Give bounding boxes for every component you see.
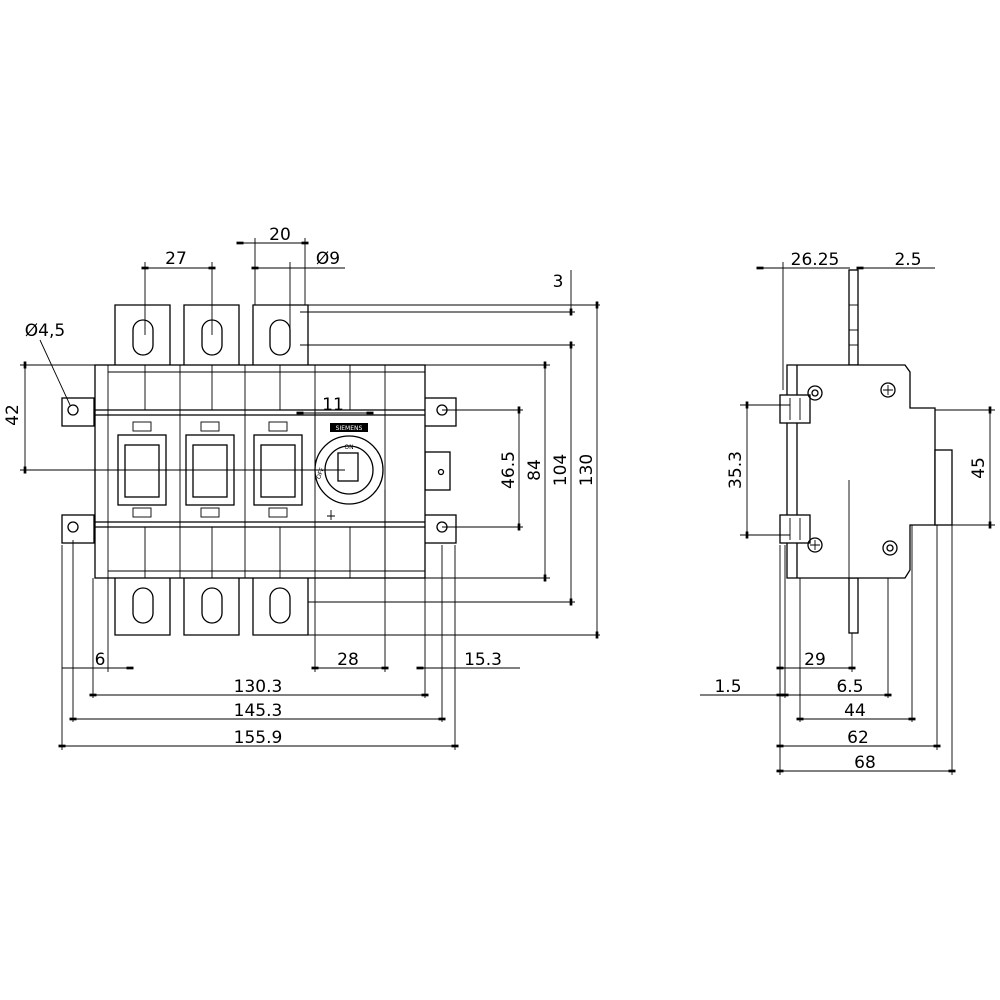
dim-20: 20 xyxy=(269,225,291,245)
bottom-terminals xyxy=(114,578,309,636)
dim-1-5: 1.5 xyxy=(714,677,741,697)
brand-label: SIEMENS xyxy=(336,425,363,432)
side-dimensions: 26.25 2.5 35.3 45 1.5 29 6.5 44 62 68 xyxy=(700,250,995,775)
dim-45: 45 xyxy=(969,457,989,479)
dim-3: 3 xyxy=(553,272,564,292)
dim-26-25: 26.25 xyxy=(791,250,840,270)
rotary-handle: SIEMENS ON OFF xyxy=(314,423,384,520)
dim-46-5: 46.5 xyxy=(499,451,519,489)
dim-6: 6 xyxy=(95,650,106,670)
handle-off-label: OFF xyxy=(315,466,326,480)
dim-hole-9: Ø9 xyxy=(316,249,340,269)
handle-shaft xyxy=(848,269,859,366)
dim-104: 104 xyxy=(551,454,571,486)
dim-28: 28 xyxy=(337,650,359,670)
dim-68: 68 xyxy=(854,753,876,773)
side-view xyxy=(779,269,953,634)
dim-6-5: 6.5 xyxy=(836,677,863,697)
switch-body xyxy=(94,364,426,579)
mounting-ears xyxy=(61,397,457,544)
dim-130: 130 xyxy=(577,454,597,486)
dim-42: 42 xyxy=(3,404,23,426)
dim-mount-hole: Ø4,5 xyxy=(25,321,65,341)
front-dimensions: 27 20 Ø9 3 Ø4,5 42 11 46.5 84 104 130 6 … xyxy=(3,225,600,750)
dim-44: 44 xyxy=(844,701,866,721)
dim-11: 11 xyxy=(322,395,344,415)
dim-84: 84 xyxy=(525,459,545,481)
dim-62: 62 xyxy=(847,728,869,748)
dim-145-3: 145.3 xyxy=(234,701,283,721)
dim-35-3: 35.3 xyxy=(726,451,746,489)
front-view: SIEMENS ON OFF xyxy=(61,304,457,636)
pole-windows xyxy=(117,421,303,518)
dim-29: 29 xyxy=(804,650,826,670)
dim-130-3: 130.3 xyxy=(234,677,283,697)
dim-15-3: 15.3 xyxy=(464,650,502,670)
handle-on-label: ON xyxy=(344,444,353,451)
dim-155-9: 155.9 xyxy=(234,728,283,748)
dim-27: 27 xyxy=(165,249,187,269)
top-terminals xyxy=(114,304,309,365)
dim-2-5: 2.5 xyxy=(894,250,921,270)
